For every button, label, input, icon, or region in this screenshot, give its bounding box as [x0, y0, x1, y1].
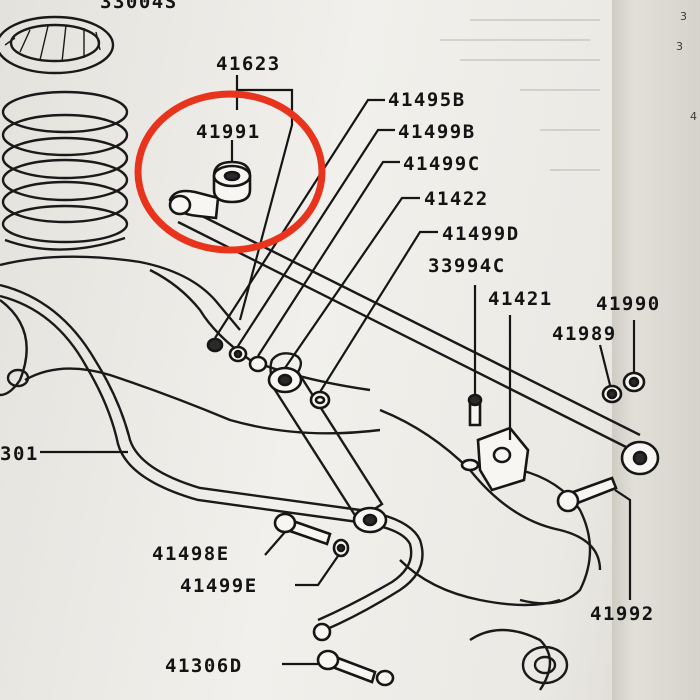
label-41499d: 41499D	[442, 223, 520, 245]
sway-bar	[0, 283, 424, 642]
label-top-partial: 33004S	[100, 0, 178, 13]
label-41495b: 41495B	[388, 89, 466, 111]
label-41499b: 41499B	[398, 121, 476, 143]
label-41498e: 41498E	[152, 543, 230, 565]
edge-text-1: 3	[680, 10, 688, 23]
bleed-through-lines	[440, 19, 600, 171]
bushing-41991	[168, 140, 252, 220]
label-41421: 41421	[488, 288, 553, 310]
label-41990: 41990	[596, 293, 661, 315]
axle-housing	[0, 255, 602, 691]
label-41623: 41623	[216, 53, 281, 75]
label-41992: 41992	[590, 603, 655, 625]
label-301: 301	[0, 443, 39, 465]
washer-stack	[206, 337, 331, 410]
bracket-41421	[460, 393, 530, 492]
label-41422: 41422	[424, 188, 489, 210]
label-41991: 41991	[196, 121, 261, 143]
nuts-41990-41989	[601, 371, 646, 404]
edge-text-3: 4	[690, 110, 698, 123]
coil-spring	[1, 90, 129, 251]
highlight-circle	[134, 90, 326, 254]
adjacent-page-edge	[612, 0, 700, 700]
label-41306d: 41306D	[165, 655, 243, 677]
label-41499c: 41499C	[403, 153, 481, 175]
label-33994c: 33994C	[428, 255, 506, 277]
leader-lines	[40, 75, 636, 666]
edge-text-2: 3	[676, 40, 684, 53]
bolt-41992	[556, 476, 618, 513]
label-41499e: 41499E	[180, 575, 258, 597]
part-labels: 41623 41991 41495B 41499B 41499C 41422 4…	[0, 0, 661, 677]
top-bearing-ring	[0, 15, 115, 75]
bolt-41306d	[316, 649, 395, 687]
bolt-41498e	[273, 512, 350, 558]
label-41989: 41989	[552, 323, 617, 345]
shock-absorber	[267, 352, 388, 534]
